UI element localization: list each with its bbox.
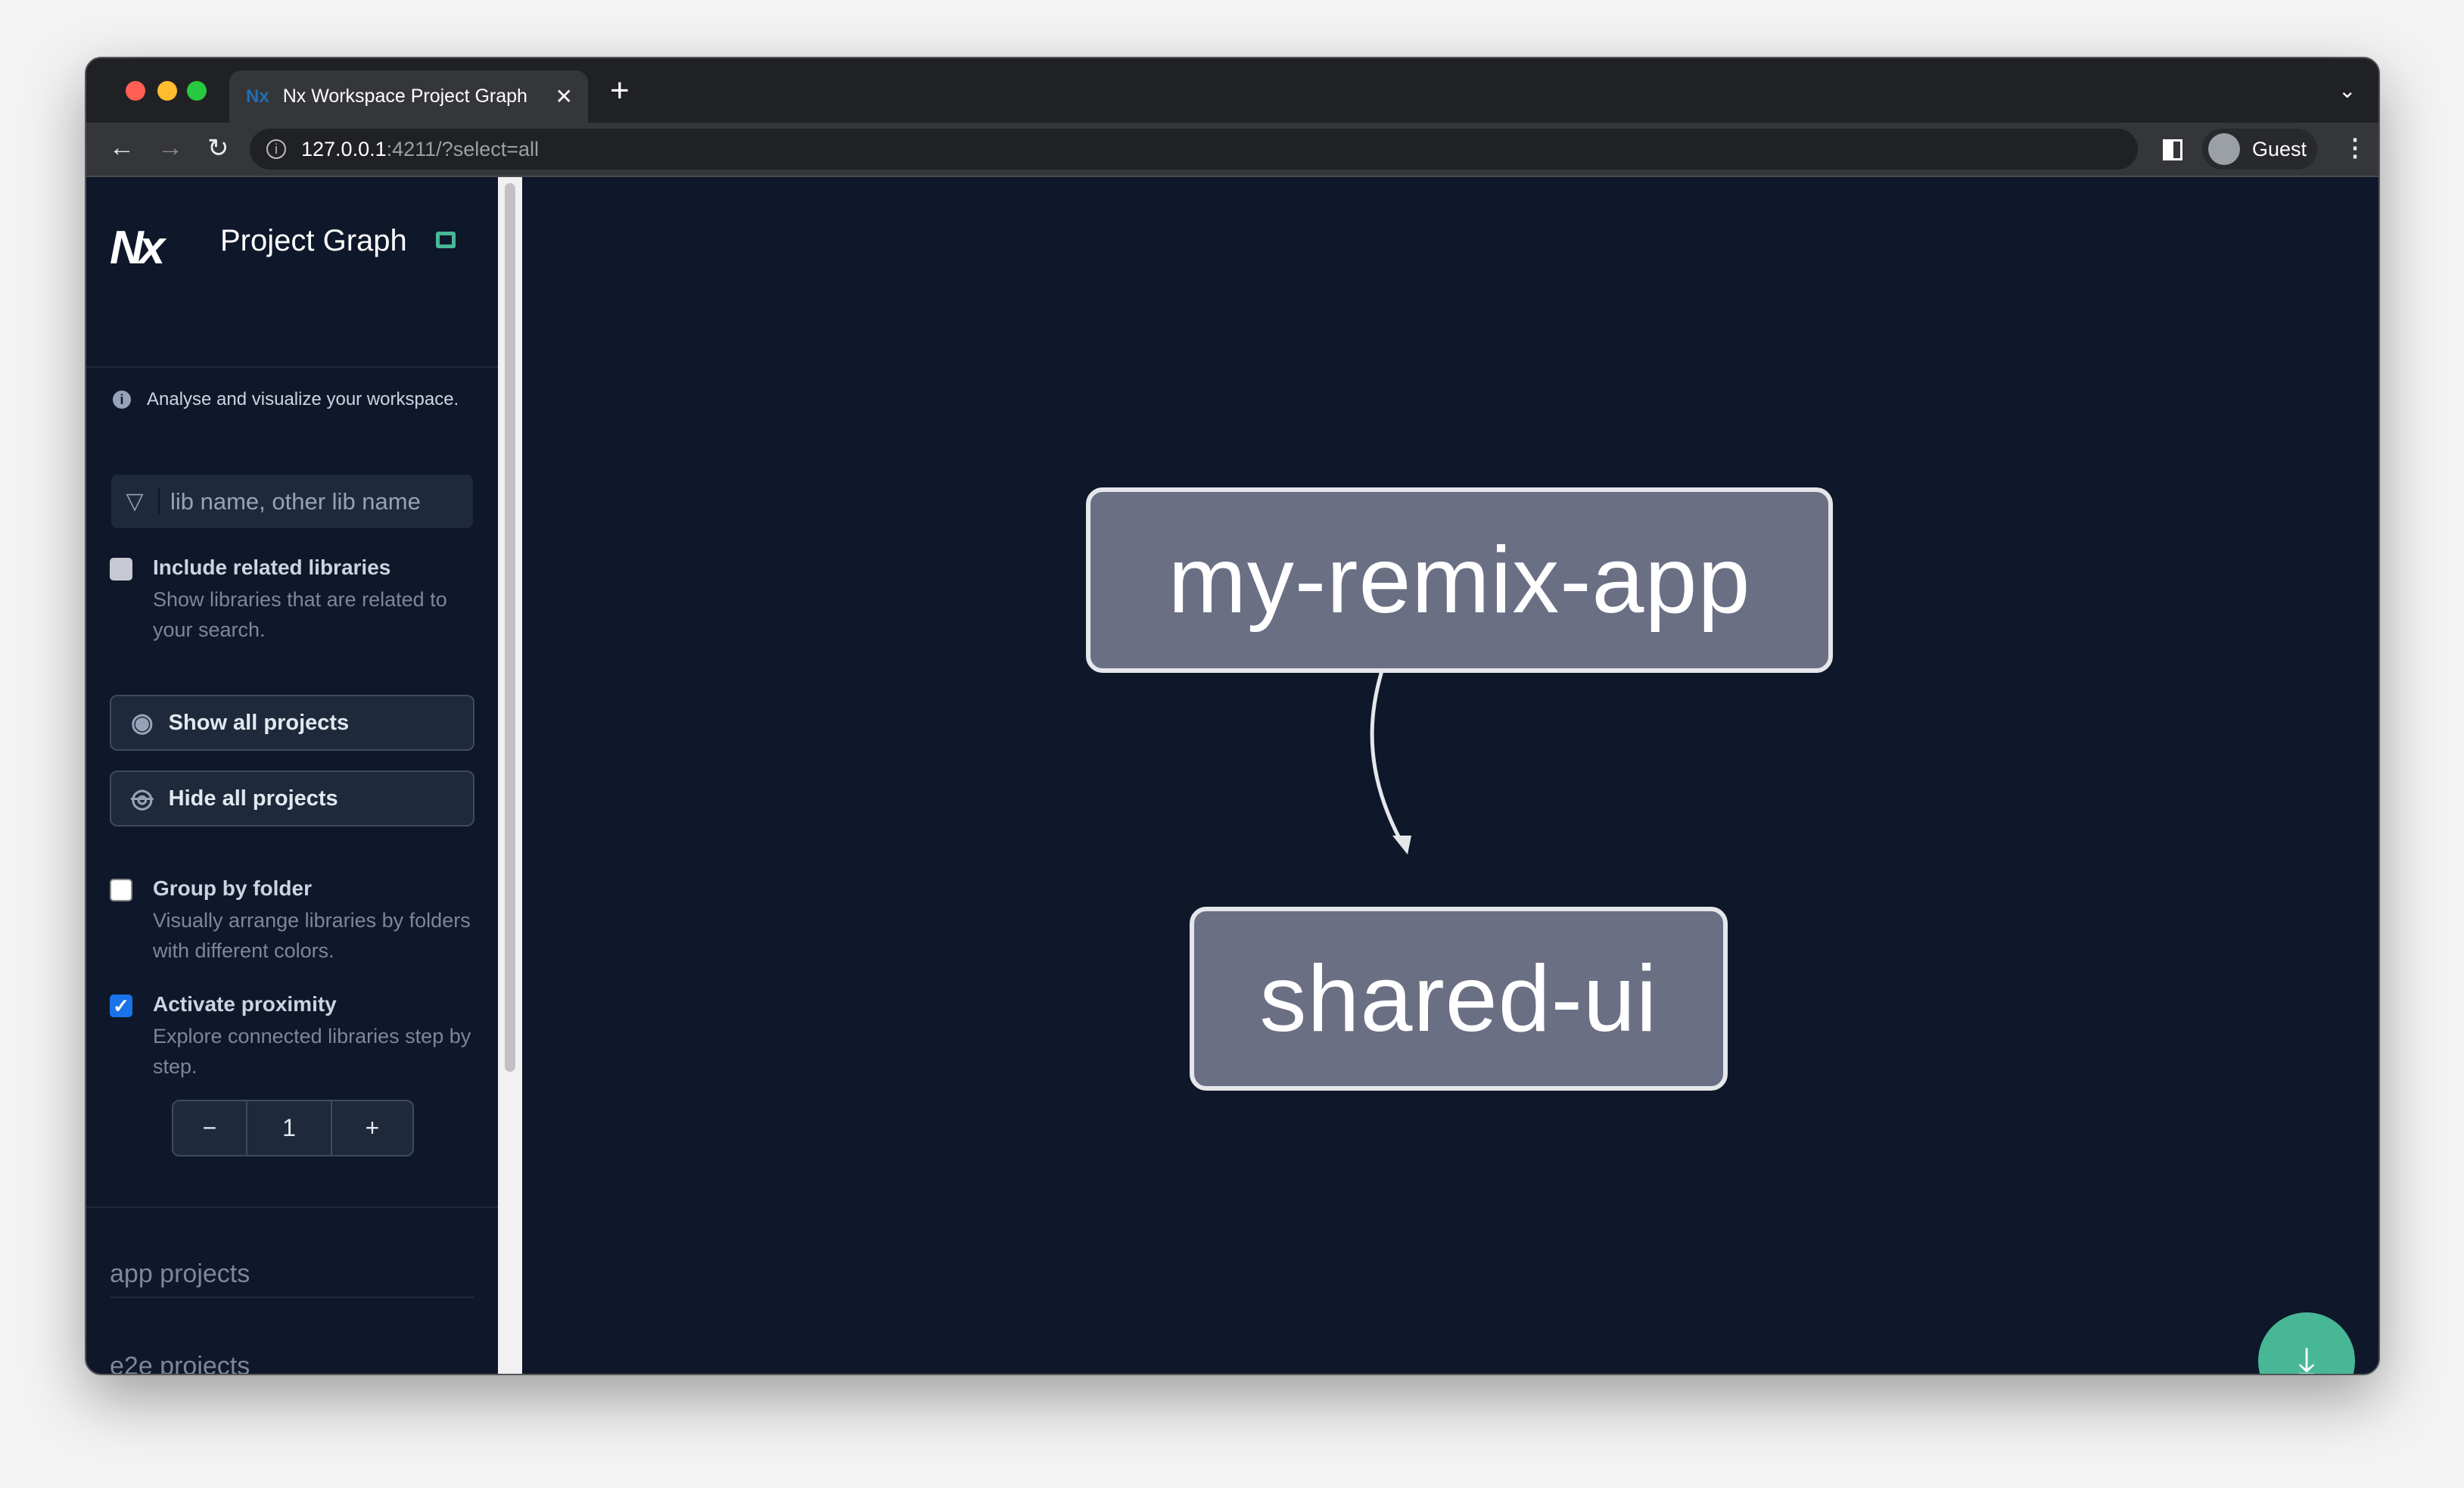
monitor-icon	[436, 232, 456, 248]
show-all-projects-button[interactable]: ◉ Show all projects	[110, 695, 474, 751]
site-info-icon[interactable]: i	[266, 139, 286, 159]
activate-proximity-checkbox[interactable]: ✓	[110, 995, 132, 1017]
group-by-folder-desc: Visually arrange libraries by folders wi…	[153, 909, 471, 962]
graph-node-my-remix-app[interactable]: my-remix-app	[1086, 487, 1833, 673]
url-host: 127.0.0.1	[301, 137, 387, 160]
profile-button[interactable]: Guest	[2202, 129, 2317, 170]
forward-arrow-icon[interactable]: →	[157, 133, 183, 162]
tab-title: Nx Workspace Project Graph	[282, 86, 527, 107]
section-e2e-projects: e2e projects	[110, 1352, 474, 1374]
side-panel-icon[interactable]	[2163, 139, 2182, 160]
activate-proximity-desc: Explore connected libraries step by step…	[153, 1025, 471, 1078]
divider	[86, 1206, 498, 1208]
info-text: Analyse and visualize your workspace.	[147, 389, 459, 409]
stepper-value[interactable]: 1	[247, 1101, 332, 1155]
group-by-folder-label: Group by folder	[153, 876, 312, 900]
section-app-projects: app projects	[110, 1259, 474, 1298]
tab-bar: Nx Nx Workspace Project Graph ✕ + ⌄	[86, 58, 2378, 123]
graph-canvas[interactable]: my-remix-app shared-ui ⤓	[522, 177, 2378, 1375]
sidebar: Nx Project Graph i Analyse and visualize…	[86, 177, 498, 1374]
filter-placeholder: lib name, other lib name	[170, 487, 421, 515]
profile-name: Guest	[2252, 137, 2307, 160]
tab-nx-project-graph[interactable]: Nx Nx Workspace Project Graph ✕	[229, 70, 588, 123]
edge-arrowhead	[1392, 836, 1411, 855]
hide-all-projects-button[interactable]: ◎ Hide all projects	[110, 770, 474, 826]
address-bar[interactable]: i 127.0.0.1:4211/?select=all	[250, 129, 2138, 170]
divider	[86, 366, 498, 368]
eye-off-icon: ◎	[131, 784, 154, 813]
nx-logo: Nx	[110, 222, 165, 274]
nx-favicon-icon: Nx	[246, 86, 269, 107]
proximity-stepper: − 1 +	[172, 1100, 414, 1156]
browser-window: Nx Nx Workspace Project Graph ✕ + ⌄ ← → …	[85, 57, 2380, 1375]
graph-node-shared-ui[interactable]: shared-ui	[1190, 907, 1728, 1091]
include-related-label: Include related libraries	[153, 556, 391, 579]
include-related-desc: Show libraries that are related to your …	[153, 588, 447, 641]
minimize-window-button[interactable]	[157, 81, 177, 101]
hide-all-label: Hide all projects	[168, 786, 338, 811]
eye-icon: ◉	[131, 708, 154, 737]
download-icon: ⤓	[2298, 1339, 2316, 1375]
back-arrow-icon[interactable]: ←	[109, 133, 135, 162]
new-tab-icon[interactable]: +	[610, 72, 630, 109]
tab-search-chevron-down-icon[interactable]: ⌄	[2338, 79, 2357, 102]
decrement-button[interactable]: −	[173, 1101, 247, 1155]
group-by-folder-checkbox[interactable]	[110, 879, 132, 901]
reload-icon[interactable]: ↻	[207, 134, 229, 163]
sidebar-scrollbar[interactable]	[498, 177, 522, 1374]
increment-button[interactable]: +	[365, 1114, 380, 1141]
toolbar: ← → ↻ i 127.0.0.1:4211/?select=all Guest…	[86, 123, 2378, 177]
show-all-label: Show all projects	[168, 710, 350, 735]
url-path: :4211/?select=all	[386, 137, 540, 160]
scrollbar-thumb[interactable]	[505, 183, 515, 1072]
close-tab-icon[interactable]: ✕	[555, 85, 573, 108]
page-title: Project Graph	[220, 224, 407, 257]
graph-edges	[1370, 615, 1411, 855]
avatar-icon	[2208, 133, 2240, 165]
kebab-menu-icon[interactable]: ⋮	[2343, 134, 2367, 161]
filter-icon: ▽	[111, 488, 160, 515]
include-related-checkbox[interactable]	[110, 558, 132, 581]
maximize-window-button[interactable]	[187, 81, 207, 101]
close-window-button[interactable]	[126, 81, 145, 101]
info-icon: i	[113, 391, 131, 409]
filter-input[interactable]: ▽ lib name, other lib name	[111, 475, 473, 528]
activate-proximity-label: Activate proximity	[153, 992, 337, 1016]
